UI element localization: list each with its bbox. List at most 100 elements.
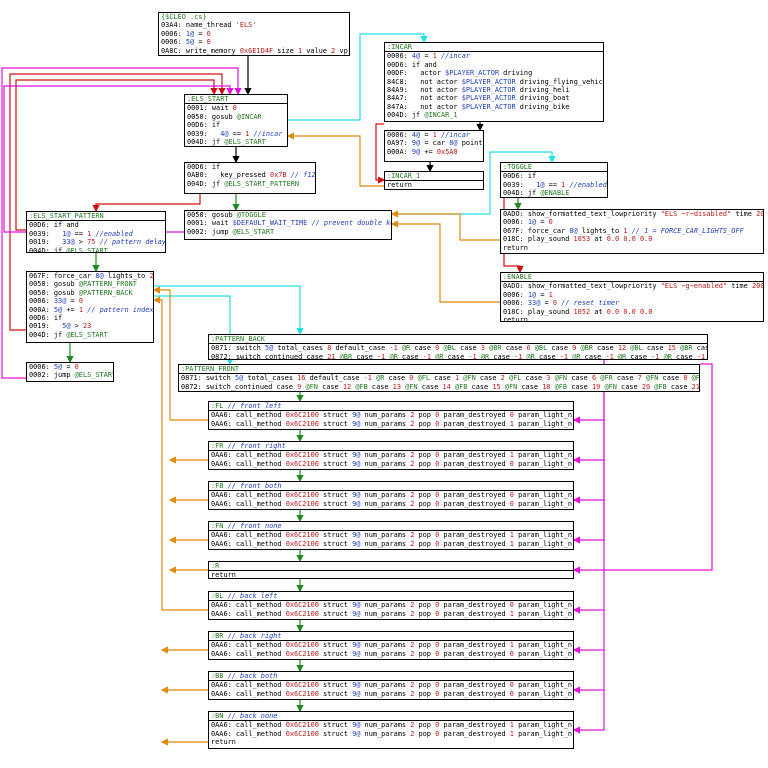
code-line: 0AA6: call_method 0x6C2100 struct 9@ num… [209,460,573,468]
code-token: pop [414,601,436,610]
code-token: 0x6C2100 [285,641,319,650]
code-token: @FN [463,374,476,383]
code-token: 84A7: not actor [387,94,462,103]
code-token: 9@ [352,729,361,738]
code-token: 0x6C2100 [285,531,319,540]
code-line: 0AA6: call_method 0x6C2100 struct 9@ num… [209,451,573,459]
code-token: 9 [572,344,577,353]
code-line: 0019: 33@ > 75 // pattern delay [27,238,165,246]
code-token: 0050: gosub [187,211,237,219]
code-token: case [384,374,410,383]
code-token: $PLAYER_ACTOR [445,69,500,78]
code-token: 0 [435,649,440,658]
code-token: 2 [410,499,415,508]
code-token: @FB [454,382,468,391]
code-token: @TOGGLE [236,211,266,219]
code-token: :BL [211,592,224,600]
code-block-cleo[interactable]: {$CLEO .cs}03A4: name_thread 'ELS'0006: … [158,12,350,56]
code-token: @ELS_START [232,227,275,236]
code-line: 004D: jf @ENABLE [501,189,607,197]
code-token: param_destroyed [439,531,510,540]
code-token: 84C8: not actor [387,77,462,86]
code-token: 0039: [503,180,537,189]
code-token: $PLAYER_ACTOR [461,94,516,103]
code-token: case [443,352,469,360]
code-token: == [70,229,88,238]
code-token: num_params [360,729,411,738]
code-token: return [211,548,236,549]
code-token: 2 [500,374,505,383]
code-token: param_destroyed [439,689,510,698]
code-token: == [544,180,562,189]
code-token: 1 [623,226,628,235]
code-block-disable[interactable]: 0ADO: show_formatted_text_lowpriority "E… [500,209,764,254]
code-token: // reset timer [561,299,620,308]
code-token: case [517,382,543,391]
code-token: case [397,352,423,360]
code-line: 004D: jf @ELS_START [185,138,287,146]
code-token: 15 [667,344,676,353]
code-token: 0AA6: call_method [211,531,286,540]
code-token: total_cases [243,374,298,383]
code-token: 33@ [53,297,67,306]
code-line: return [209,658,573,659]
code-line: 000A: 9@ += 0x5A0 [385,148,483,156]
code-token: 0871: switch [181,374,235,383]
code-token: num_params [360,539,411,548]
code-token: 1@ [62,229,71,238]
code-token: case [671,352,697,360]
code-token: param_destroyed [439,451,510,460]
code-token: 2 [410,601,415,610]
code-token: @FB [554,382,568,391]
code-token: 0AA6: call_method [211,641,286,650]
code-token [705,353,707,359]
code-token: 1@ [185,29,195,38]
code-token: 1 [509,451,514,460]
code-line: return [209,508,573,509]
code-token: 004D: jf [187,138,225,147]
code-token: return [211,571,236,579]
code-token: 1 [78,305,83,314]
code-token: param_destroyed [439,729,510,738]
code-token: 1@ [527,290,537,299]
code-token: //incar [253,129,283,138]
code-token: 15 [492,382,501,391]
code-token: = [420,131,433,139]
code-line: 0001: wait $DEFAULT_WAIT_TIME // prevent… [185,219,391,227]
code-token: case [489,352,515,360]
code-token: @INCAR [236,112,262,121]
code-token: 9@ [352,411,361,420]
code-token: 1 [509,729,514,738]
code-token: 1 [509,609,514,618]
code-token: 9@ [352,491,361,500]
code-token: 2 [410,681,415,690]
code-token: 9 [297,382,302,391]
code-token: // back both [227,672,278,680]
code-line: 00D6: if [185,163,315,171]
code-token: 004D: jf [187,179,225,188]
code-token: += [62,305,79,314]
